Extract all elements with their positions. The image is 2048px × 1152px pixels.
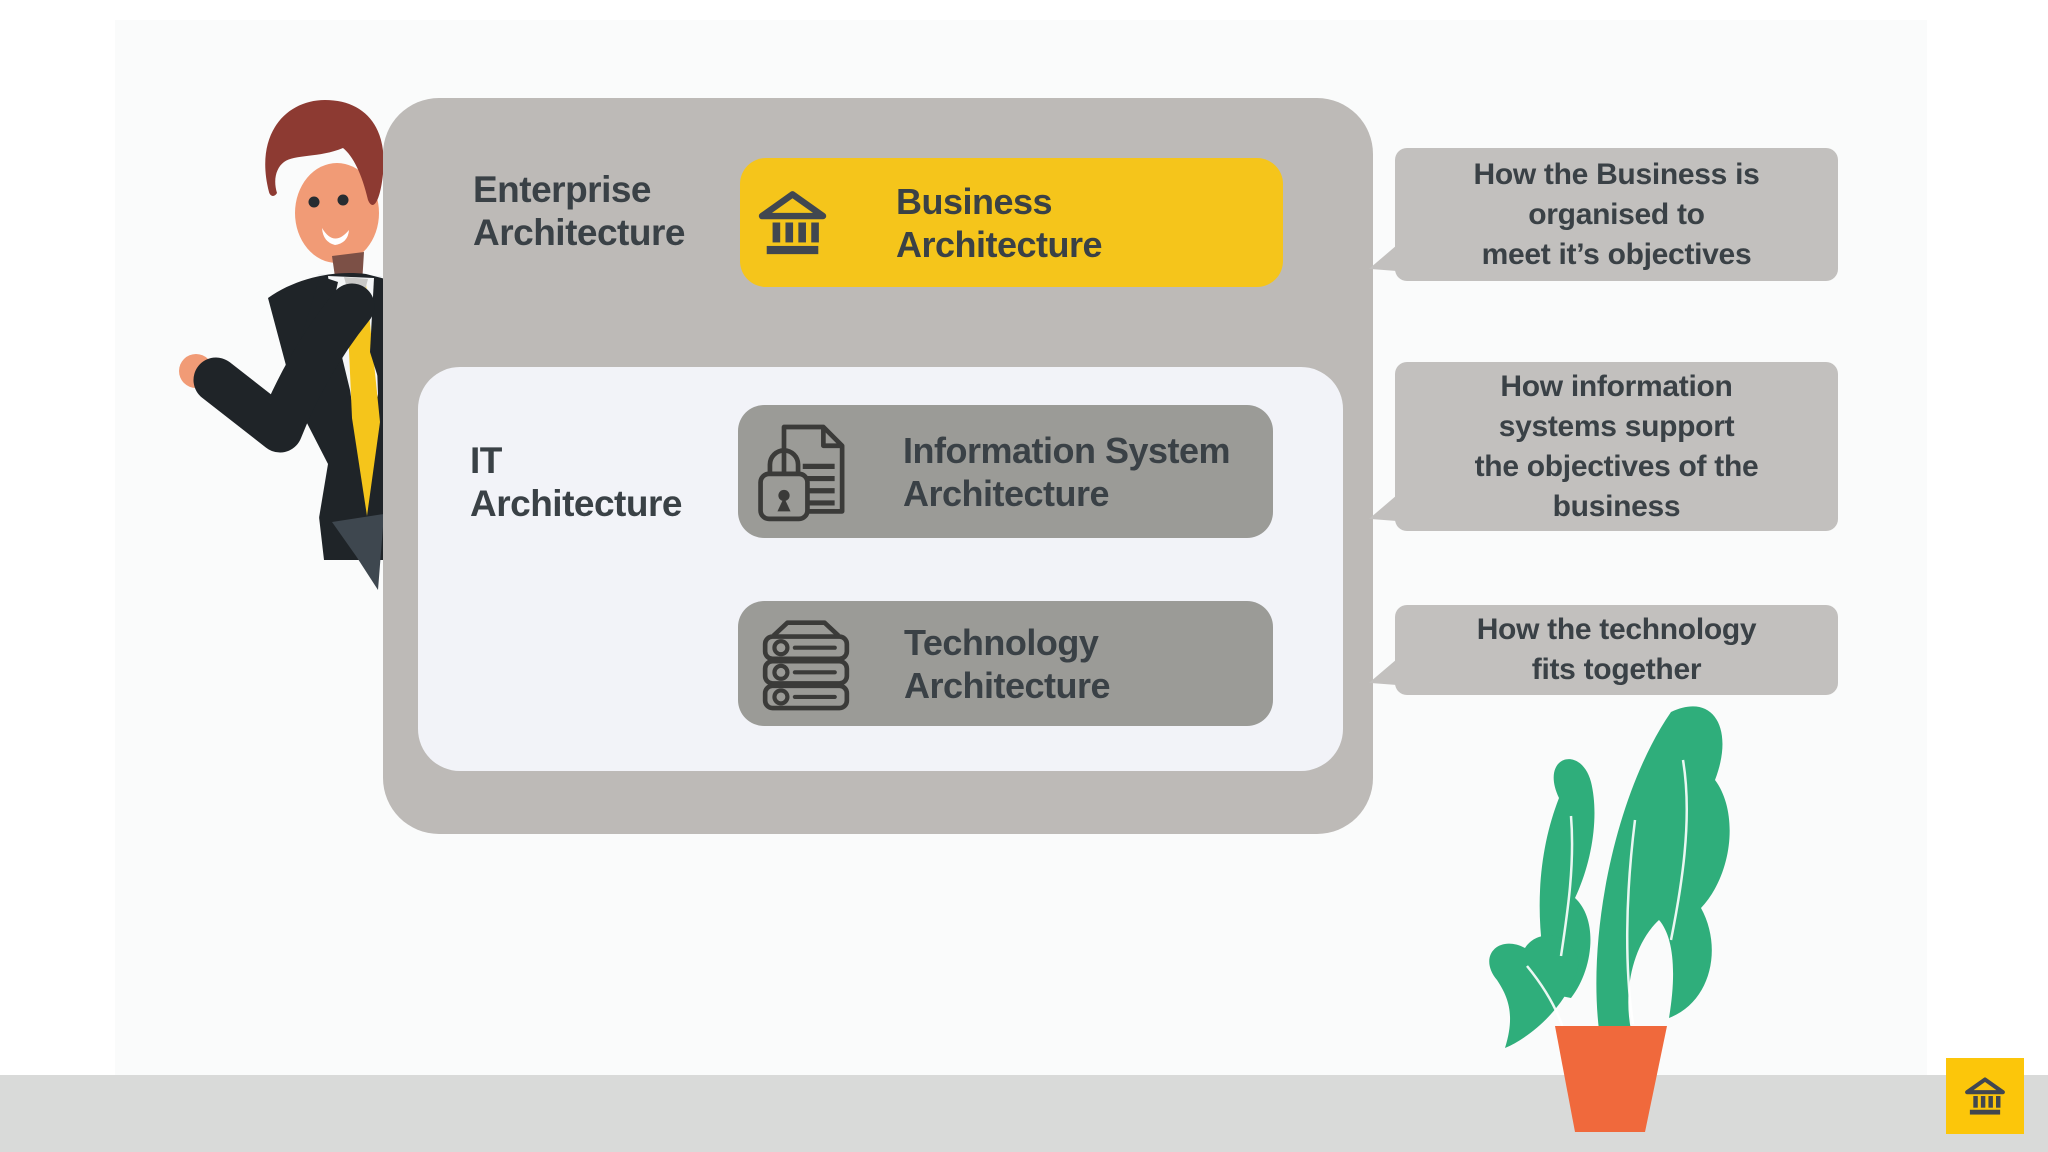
plant-vein [1669,759,1688,941]
callout-information: How information systems support the obje… [1369,362,1838,531]
person-illustration [179,100,420,590]
server-stack-icon [762,620,850,711]
badge-bank-icon [1965,1077,2005,1115]
information-system-label: Information System Architecture [903,429,1231,514]
plant-vein [1625,819,1637,1025]
plant-illustration [1489,706,1730,1132]
it-architecture-label: IT Architecture [470,440,682,524]
person-arm [193,283,375,453]
plant-leaf [1489,935,1579,1048]
business-architecture-box: Business Architecture [740,158,1283,287]
technology-label: Technology Architecture [904,621,1111,706]
callout-text: How information systems support the obje… [1474,369,1759,523]
person-leg [332,514,384,590]
brand-badge [1946,1058,2024,1134]
secure-document-icon [758,424,845,521]
callout-text: How the technology fits together [1476,613,1757,686]
enterprise-architecture-panel: Enterprise Architecture Business Archite… [383,98,1373,834]
callout-technology: How the technology fits together [1369,605,1838,695]
plant-vein [1559,815,1574,957]
plant-vein [1526,965,1565,1029]
information-system-box: Information System Architecture [738,405,1273,538]
plant-leaf [1596,706,1730,1030]
business-architecture-label: Business Architecture [896,180,1103,265]
person-eye [337,194,349,206]
callout-business: How the Business is organised to meet it… [1369,148,1838,281]
person-hair [265,100,384,205]
callout-text: How the Business is organised to meet it… [1473,157,1760,271]
it-architecture-panel: IT Architecture Information System Archi… [418,367,1343,771]
person-face [295,163,379,263]
plant-pot [1555,1026,1667,1132]
person-smile [322,228,349,245]
enterprise-architecture-label: Enterprise Architecture [473,169,685,253]
technology-box: Technology Architecture [738,601,1273,726]
bank-icon [758,191,827,255]
person-eye [308,196,320,208]
footer-bar [0,1075,2048,1152]
